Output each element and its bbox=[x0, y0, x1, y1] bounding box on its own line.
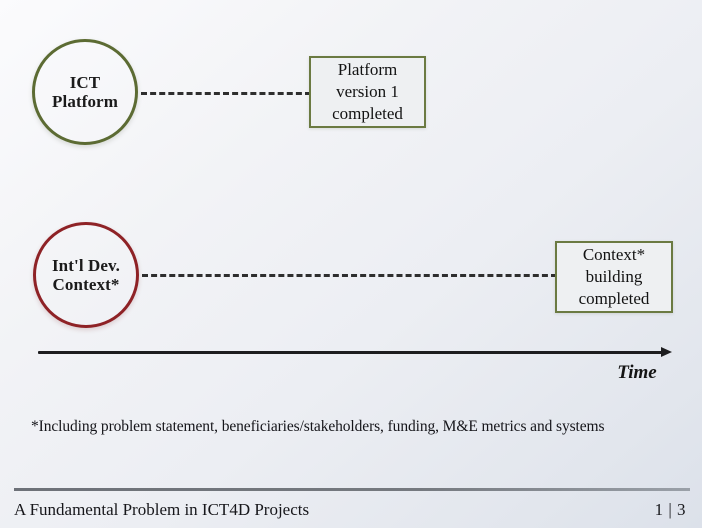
node-intl-dev-context-label: Int'l Dev. Context* bbox=[36, 256, 136, 294]
milestone-context-line1: Context* bbox=[582, 245, 646, 265]
milestone-platform-line1: Platform bbox=[337, 60, 398, 80]
connector-ict-platform-dashed-line bbox=[141, 92, 311, 95]
milestone-context-line3: completed bbox=[578, 288, 650, 308]
node-intl-dev-context[interactable]: Int'l Dev. Context* bbox=[33, 222, 139, 328]
node-ict-platform[interactable]: ICT Platform bbox=[32, 39, 138, 145]
timeline-arrow-icon bbox=[661, 347, 672, 357]
footer-title: A Fundamental Problem in ICT4D Projects bbox=[14, 500, 310, 519]
milestone-platform-version-1-completed[interactable]: Platform version 1 completed bbox=[309, 56, 426, 128]
node-ict-platform-label: ICT Platform bbox=[35, 73, 135, 111]
milestone-platform-line2: version 1 bbox=[336, 82, 399, 102]
timeline-line bbox=[38, 351, 664, 354]
node-intl-dev-context-label-line1: Int'l Dev. bbox=[51, 255, 121, 275]
node-ict-platform-label-line1: ICT bbox=[69, 72, 101, 92]
connector-intl-dev-context-dashed-line bbox=[142, 274, 557, 277]
milestone-context-building-completed[interactable]: Context* building completed bbox=[555, 241, 673, 313]
timeline-label: Time bbox=[617, 362, 657, 383]
node-ict-platform-label-line2: Platform bbox=[52, 92, 118, 111]
milestone-context-label: Context* building completed bbox=[579, 244, 650, 309]
timeline-axis bbox=[38, 347, 672, 362]
node-intl-dev-context-label-line2: Context* bbox=[52, 275, 120, 294]
footnote-text: *Including problem statement, beneficiar… bbox=[31, 418, 605, 435]
footer-divider bbox=[14, 488, 690, 491]
footer-page-number: 1 | 3 bbox=[654, 500, 686, 519]
milestone-platform-line3: completed bbox=[332, 103, 403, 123]
milestone-platform-label: Platform version 1 completed bbox=[332, 59, 403, 124]
milestone-context-line2: building bbox=[585, 267, 643, 287]
